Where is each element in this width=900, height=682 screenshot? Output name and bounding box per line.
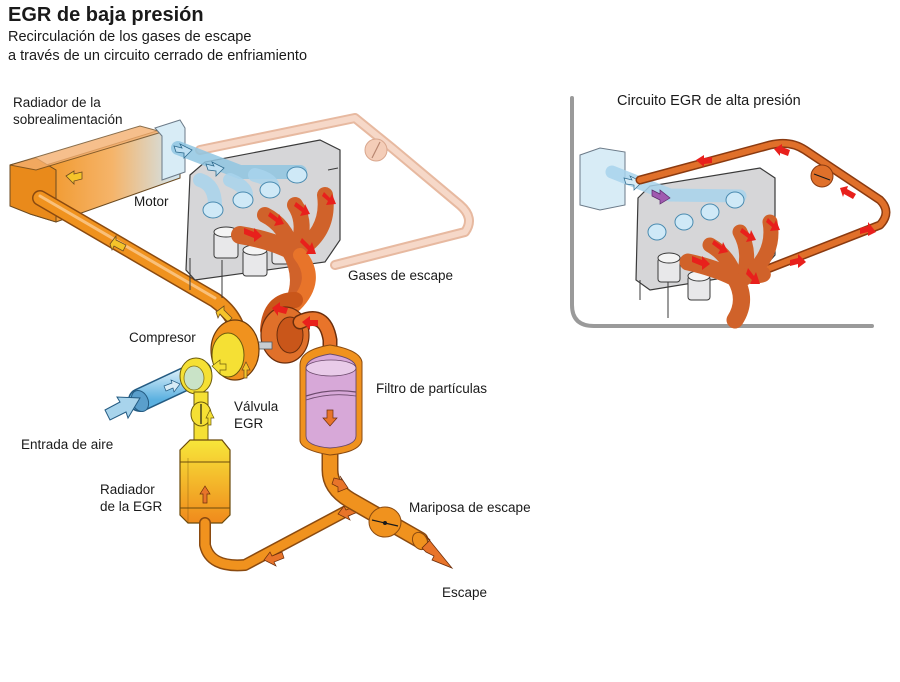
egr-cooler [179, 439, 231, 524]
inset-title: Circuito EGR de alta presión [617, 93, 801, 109]
charge-air-cooler [9, 119, 186, 223]
subtitle-line-1: Recirculación de los gases de escape [8, 29, 252, 45]
arrow-icon [696, 155, 712, 167]
exhaust-outlet-arrow-icon [421, 535, 454, 569]
label-charge-cooler-line1: Radiador de la [13, 95, 101, 110]
label-particulate-filter: Filtro de partículas [376, 381, 488, 396]
arrow-icon [163, 379, 181, 393]
arrow-icon [322, 192, 336, 205]
arrow-icon [65, 170, 83, 185]
arrow-icon [790, 254, 806, 268]
high-pressure-inset [570, 96, 891, 329]
engine-block [171, 139, 341, 312]
arrow-icon [272, 302, 288, 316]
egr-mix-arrow-icon [651, 189, 671, 205]
arrow-icon [244, 228, 262, 242]
label-exhaust-gases: Gases de escape [348, 268, 454, 283]
arrow-icon [268, 212, 284, 226]
label-charge-cooler-line2: sobrealimentación [13, 112, 123, 127]
arrow-icon [205, 409, 215, 426]
particulate-filter [299, 344, 363, 456]
arrow-icon [294, 202, 310, 216]
arrow-icon [740, 228, 756, 242]
exhaust-line [321, 431, 454, 569]
inset-egr-valve [810, 164, 834, 188]
label-compressor: Compresor [129, 330, 196, 345]
arrow-icon [211, 359, 227, 375]
arrow-icon [860, 222, 876, 236]
label-engine: Motor [134, 194, 169, 209]
intake-manifold [171, 141, 308, 219]
arrow-icon [692, 256, 710, 270]
turbine [260, 292, 338, 364]
label-egr-valve-line1: Válvula [234, 399, 279, 414]
arrow-icon [746, 268, 760, 284]
arrow-icon [300, 238, 316, 254]
arrow-icon [302, 316, 318, 330]
inactive-egr-loop [195, 113, 474, 270]
arrow-icon [322, 409, 338, 427]
exhaust-throttle-valve [368, 506, 402, 538]
arrow-icon [173, 143, 193, 159]
arrow-icon [766, 218, 780, 231]
arrow-icon [263, 551, 285, 567]
exhaust-manifold [231, 187, 336, 312]
arrow-icon [199, 485, 211, 504]
label-egr-cooler-line2: de la EGR [100, 499, 163, 514]
label-exhaust-throttle: Mariposa de escape [409, 500, 531, 515]
label-egr-valve-line2: EGR [234, 416, 264, 431]
arrow-icon [774, 144, 790, 156]
arrow-icon [623, 175, 643, 191]
label-air-intake: Entrada de aire [21, 437, 114, 452]
page-title: EGR de baja presión [8, 4, 204, 26]
arrow-icon [331, 475, 349, 493]
arrow-icon [712, 240, 728, 254]
subtitle-line-2: a través de un circuito cerrado de enfri… [8, 48, 308, 64]
label-exhaust: Escape [442, 585, 488, 600]
air-inlet-arrow-icon [104, 396, 141, 421]
egr-valve [179, 357, 227, 443]
arrow-icon [109, 234, 127, 252]
label-egr-cooler-line1: Radiador [100, 482, 155, 497]
arrow-icon [205, 161, 225, 177]
arrow-icon [241, 361, 251, 379]
arrow-icon [840, 186, 856, 199]
